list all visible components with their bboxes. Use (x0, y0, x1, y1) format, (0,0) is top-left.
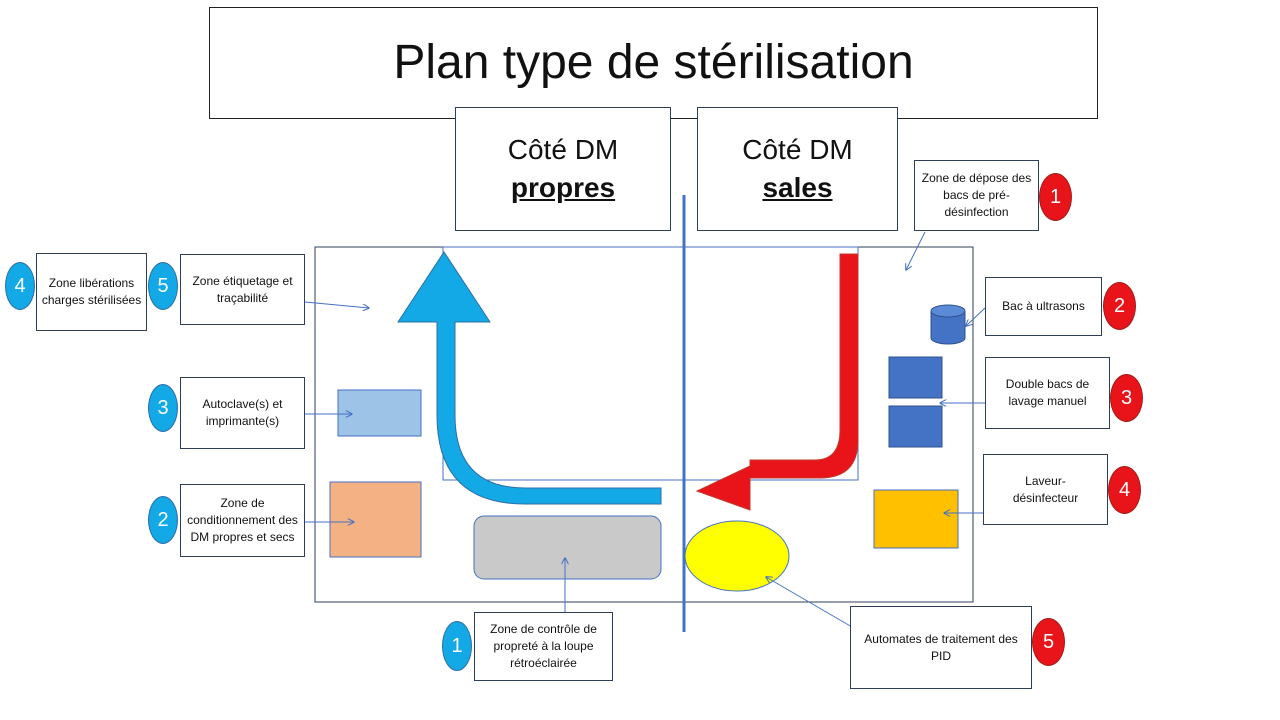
arrow-label-5-dirty (766, 577, 853, 628)
label-automaton: Automates de traitement des PID (850, 606, 1032, 689)
label-washer-disinfector: Laveur-désinfecteur (983, 454, 1108, 525)
label-manual-wash: Double bacs de lavage manuel (985, 357, 1110, 429)
badge-dirty-4: 4 (1108, 466, 1141, 514)
label-labelling-zone: Zone étiquetage et traçabilité (180, 254, 305, 325)
clean-side-line2: propres (510, 172, 616, 203)
arrow-label-1-dirty (906, 231, 926, 270)
badge-clean-1: 1 (442, 621, 472, 671)
label-release-zone: Zone libérations charges stérilisées (36, 253, 147, 331)
clean-side-header: Côté DM propres (455, 107, 671, 231)
badge-dirty-2: 2 (1103, 282, 1136, 330)
inner-zone-outline (442, 246, 859, 481)
badge-clean-5: 5 (148, 262, 178, 310)
clean-flow-arrow (397, 251, 662, 505)
badge-dirty-3: 3 (1110, 374, 1143, 422)
arrow-label-2-dirty (966, 307, 986, 326)
ultrasonic-tank-icon (930, 304, 966, 345)
dirty-side-line2: sales (762, 172, 833, 203)
clean-side-line1: Côté DM (507, 134, 619, 165)
manual-wash-tank-1 (888, 356, 943, 399)
washer-disinfector-block (873, 489, 959, 549)
automaton-block (684, 520, 790, 592)
autoclave-block (337, 389, 422, 437)
badge-clean-3: 3 (148, 384, 178, 432)
dirty-side-line1: Côté DM (742, 134, 853, 165)
badge-clean-2: 2 (148, 496, 178, 544)
arrow-label-5-clean (304, 301, 369, 308)
badge-clean-4: 4 (5, 262, 35, 310)
dirty-flow-arrow (695, 253, 859, 511)
badge-dirty-5: 5 (1032, 618, 1065, 666)
label-autoclave: Autoclave(s) et imprimante(s) (180, 377, 305, 449)
dirty-side-header: Côté DM sales (697, 107, 898, 231)
label-inspection-zone: Zone de contrôle de propreté à la loupe … (474, 612, 613, 681)
badge-dirty-1: 1 (1039, 173, 1072, 221)
diagram-title: Plan type de stérilisation (209, 7, 1098, 119)
inspection-table (473, 515, 662, 580)
label-packaging-zone: Zone de conditionnement des DM propres e… (180, 484, 305, 557)
manual-wash-tank-2 (888, 405, 943, 448)
packaging-block (329, 481, 422, 558)
label-ultrasonic-tank: Bac à ultrasons (985, 277, 1102, 336)
label-drop-zone: Zone de dépose des bacs de pré-désinfect… (914, 160, 1039, 231)
